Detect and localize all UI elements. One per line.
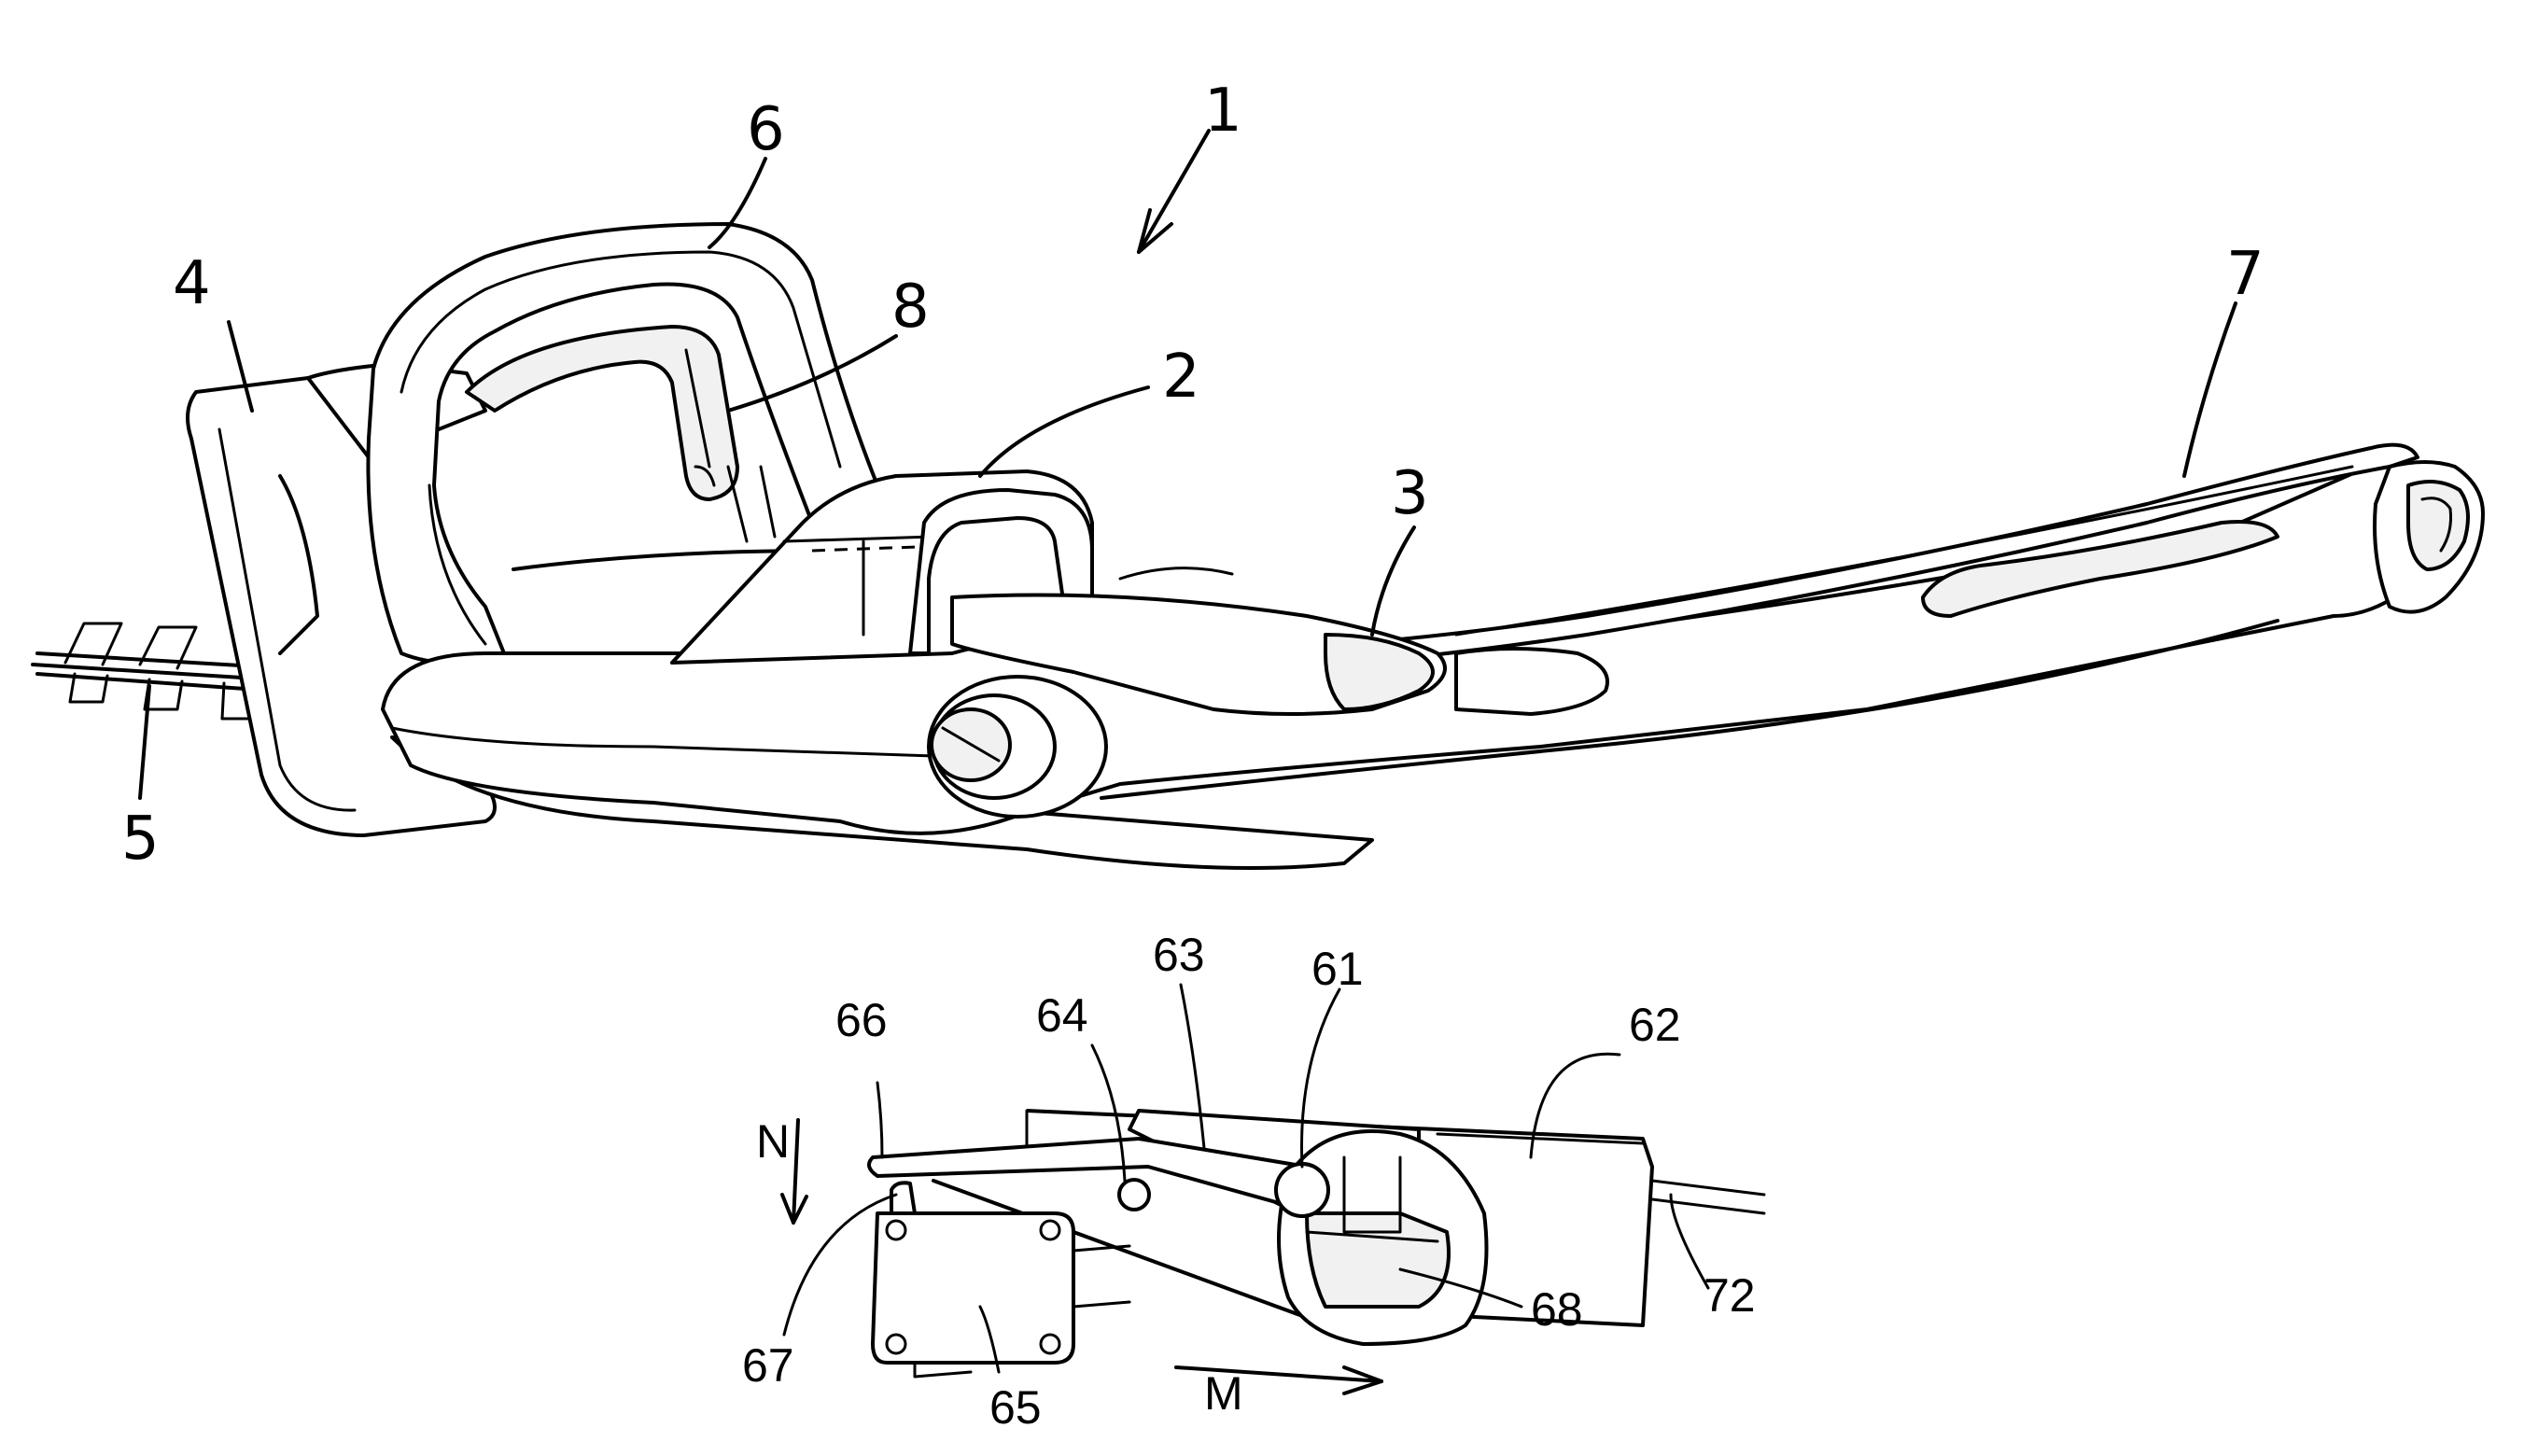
leader-7	[2184, 303, 2236, 476]
terminal-3	[915, 1363, 971, 1377]
label-4: 4	[173, 249, 211, 318]
cable-72a	[1652, 1181, 1764, 1195]
plunger-67	[891, 1183, 915, 1213]
roller-61	[1276, 1164, 1328, 1216]
cam-68-inner	[1307, 1213, 1449, 1307]
label-67: 67	[742, 1339, 794, 1392]
cable-72b	[1652, 1199, 1764, 1213]
label-3: 3	[1391, 459, 1429, 528]
switch-mechanism-drawing	[869, 1111, 1764, 1377]
label-N: N	[756, 1115, 790, 1168]
leader-72	[1671, 1195, 1708, 1288]
arrow-N	[793, 1120, 798, 1223]
arrow-1-head	[1139, 210, 1171, 252]
leader-66	[877, 1083, 882, 1157]
label-72: 72	[1704, 1269, 1756, 1322]
label-64: 64	[1036, 989, 1088, 1042]
pin-64	[1119, 1180, 1149, 1210]
leader-3	[1372, 527, 1414, 635]
terminal-2	[1073, 1302, 1129, 1307]
pivot-knob	[929, 677, 1106, 817]
label-62: 62	[1629, 999, 1681, 1051]
label-M: M	[1204, 1367, 1243, 1420]
label-5: 5	[121, 805, 160, 874]
label-61: 61	[1311, 943, 1364, 995]
label-1: 1	[1204, 77, 1242, 146]
label-66: 66	[835, 994, 888, 1046]
label-65: 65	[989, 1381, 1042, 1434]
leader-2	[980, 387, 1148, 476]
label-63: 63	[1153, 929, 1205, 981]
label-7: 7	[2226, 240, 2265, 309]
hedge-trimmer-drawing	[33, 224, 2483, 868]
leader-1	[1139, 131, 1209, 252]
label-8: 8	[891, 273, 930, 342]
label-6: 6	[747, 95, 785, 164]
label-68: 68	[1531, 1283, 1583, 1336]
label-2: 2	[1162, 343, 1200, 412]
